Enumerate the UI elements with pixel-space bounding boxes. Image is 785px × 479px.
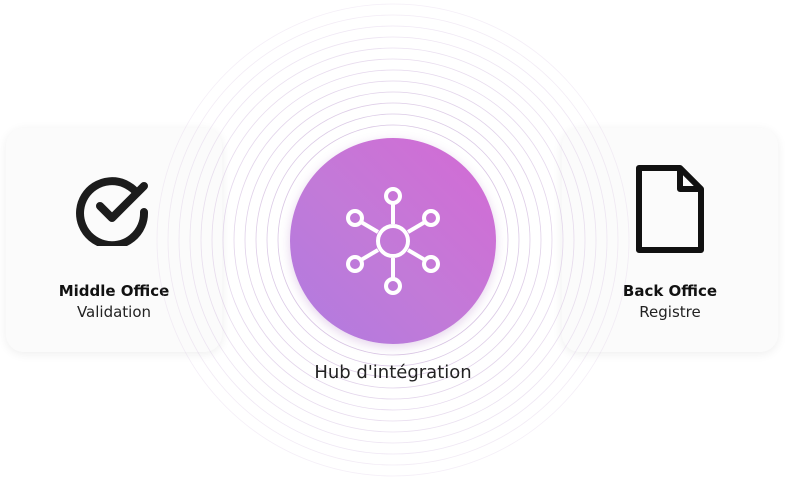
middle-office-title: Middle Office — [58, 282, 170, 300]
middle-office-card: Middle Office Validation — [6, 128, 222, 352]
back-office-subtitle: Registre — [639, 303, 701, 321]
back-office-card: Back Office Registre — [562, 128, 778, 352]
back-office-title: Back Office — [622, 282, 718, 300]
middle-office-subtitle: Validation — [76, 303, 152, 321]
network-hub-icon — [346, 187, 440, 295]
integration-hub-circle — [290, 138, 496, 344]
document-icon — [636, 165, 704, 253]
check-circle-icon — [76, 177, 149, 246]
hub-label: Hub d'intégration — [314, 362, 472, 383]
